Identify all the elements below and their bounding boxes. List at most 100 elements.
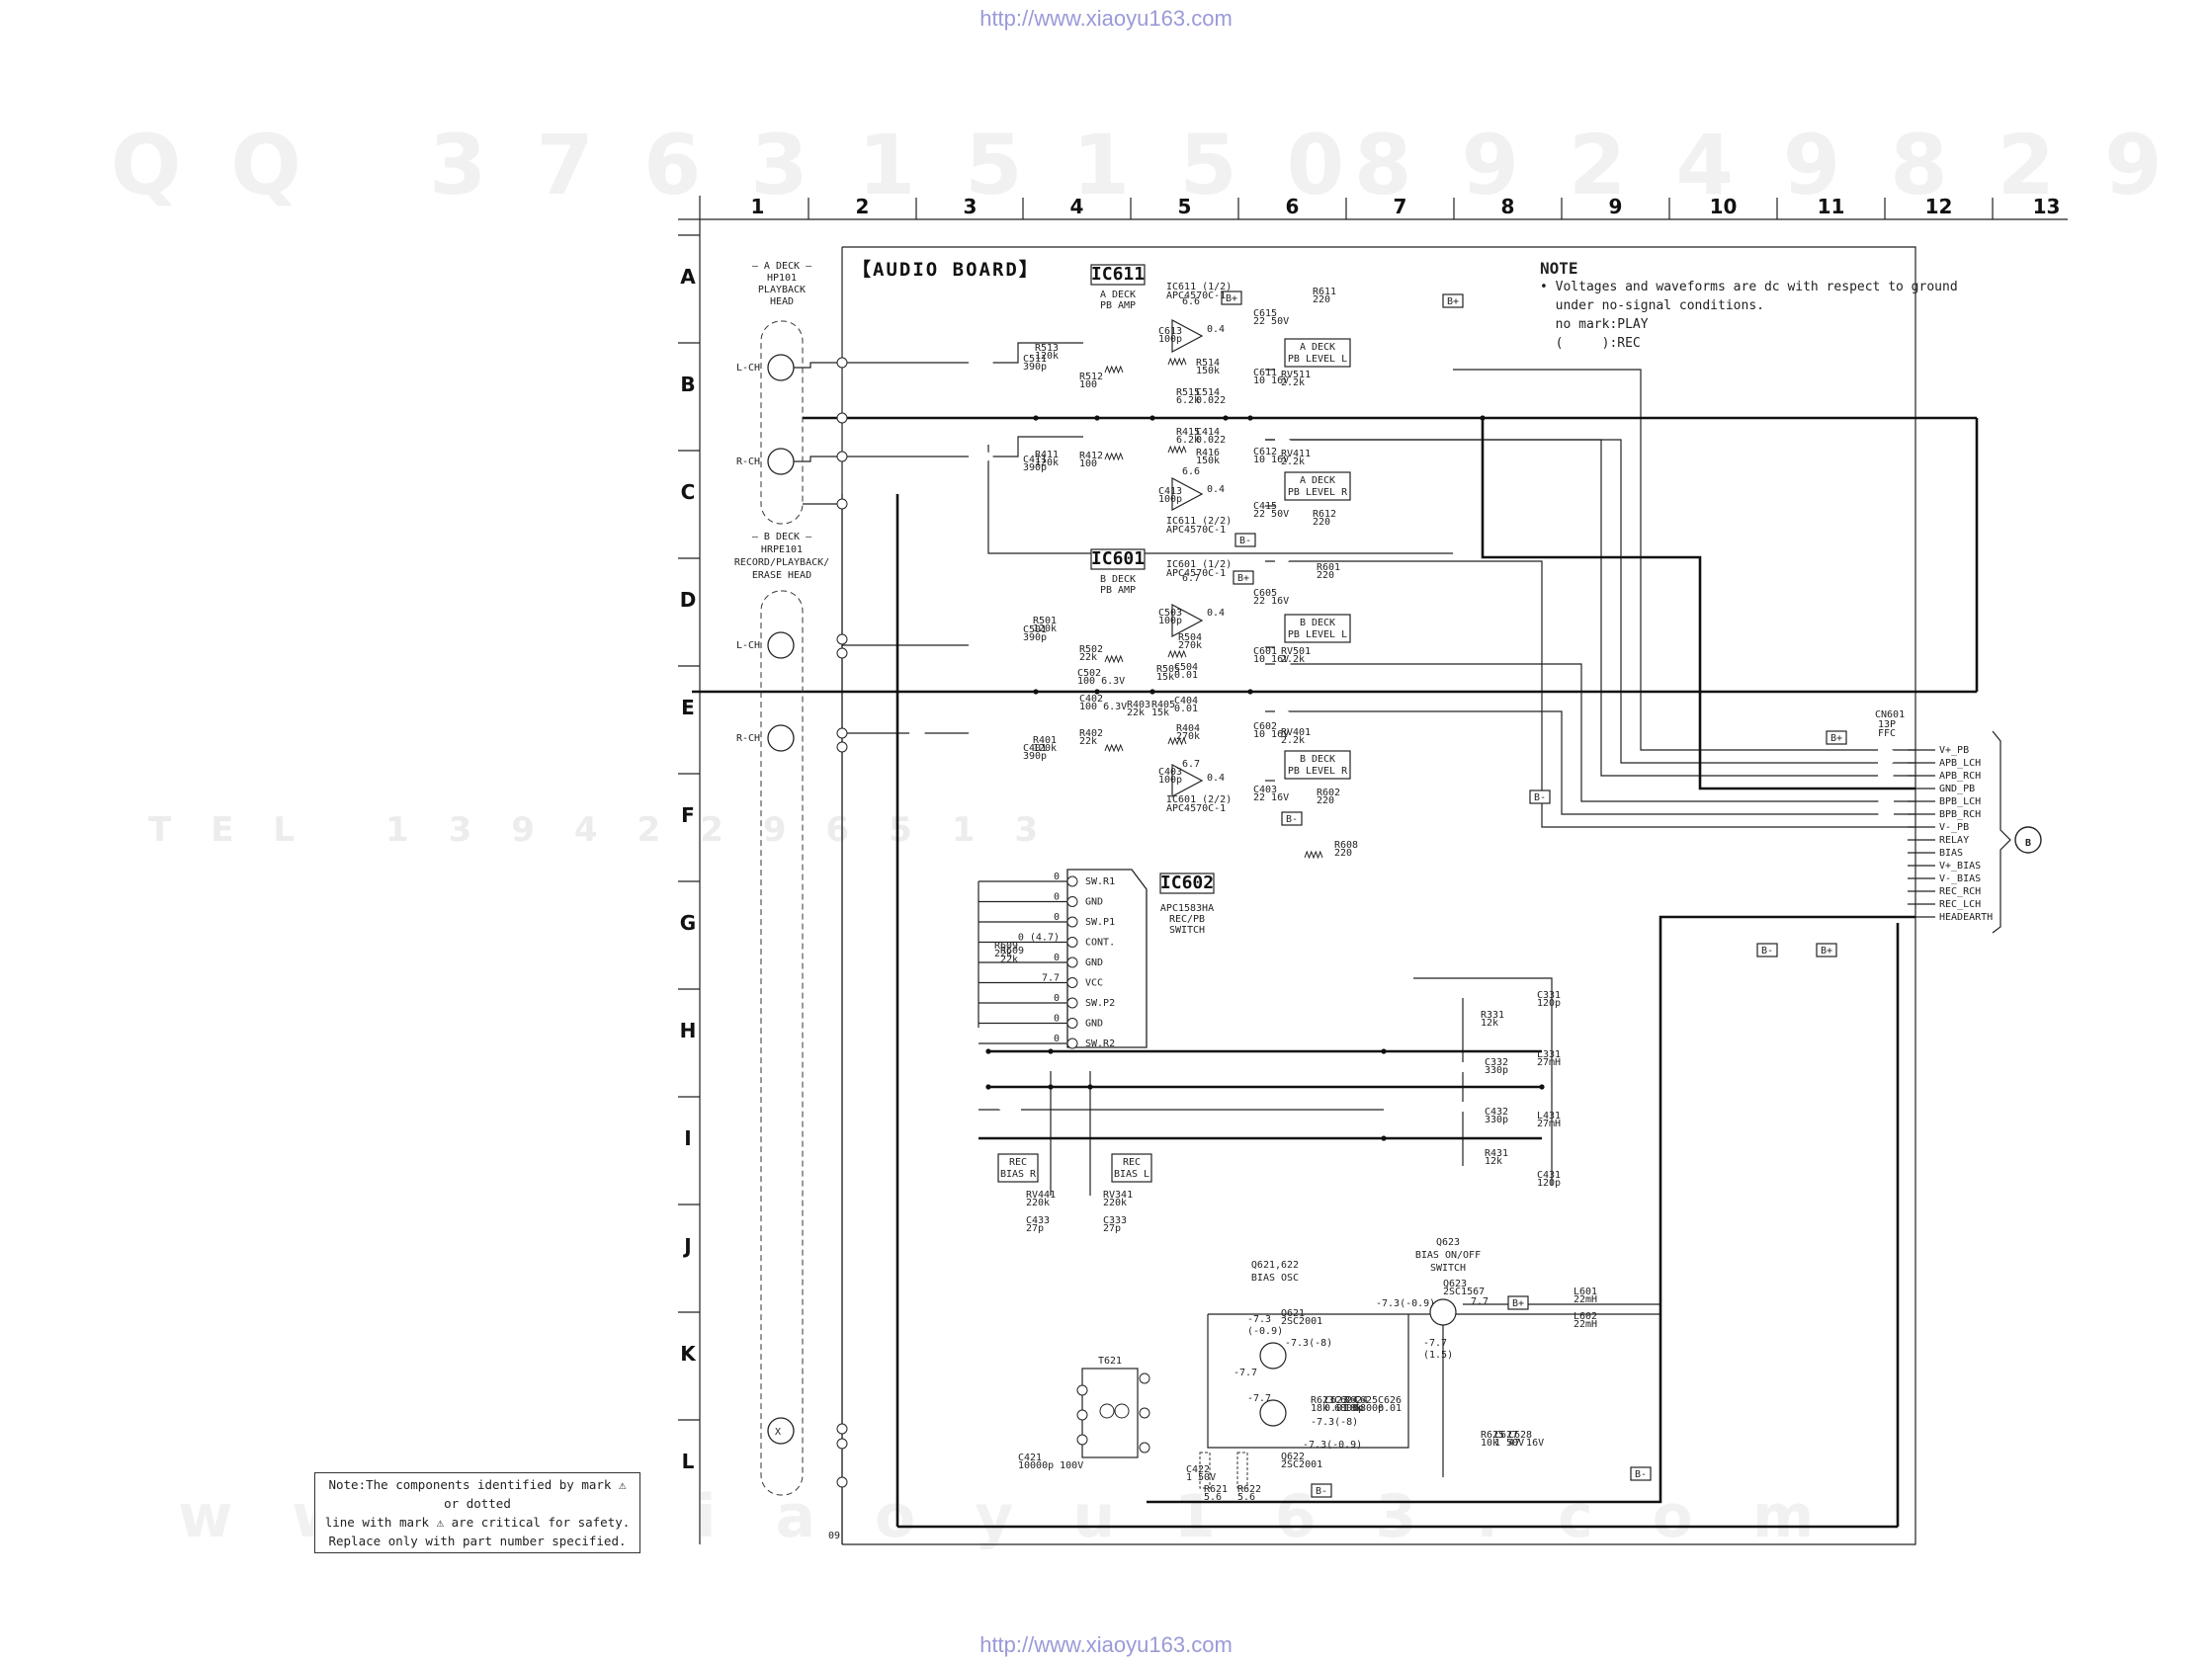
part-label: 22 16V	[1253, 792, 1289, 803]
resistor	[1167, 357, 1187, 367]
part-label: C623	[1324, 1395, 1348, 1406]
signal-arrow-icon	[1878, 757, 1894, 767]
voltage-label: 7.7	[1471, 1296, 1489, 1307]
bias-label: BIAS L	[1114, 1169, 1149, 1180]
connector-pin-label: HEADEARTH	[1939, 912, 1993, 923]
junction-dot	[1094, 415, 1100, 421]
channel-label: R-CH	[736, 733, 760, 744]
column-number: 9	[1608, 195, 1623, 218]
part-label: C502	[1077, 668, 1101, 679]
row-letter: I	[684, 1126, 692, 1150]
part-label: 22k	[1000, 955, 1018, 965]
part-label: C601	[1253, 646, 1277, 657]
part-label: 120p	[1537, 998, 1561, 1009]
watermark-digits: TEL 13942296513	[148, 810, 1078, 850]
signal-arrow-icon	[1077, 601, 1093, 611]
part-label: L601	[1574, 1287, 1597, 1297]
signal-arrow-icon	[1878, 746, 1894, 756]
row-letter: F	[681, 803, 695, 827]
ic602-volt: 0	[1054, 953, 1060, 963]
part-label: R515	[1176, 387, 1200, 398]
part-label: R411	[1035, 450, 1059, 460]
voltage-label: -7.7	[1247, 1393, 1271, 1404]
part-label: R415	[1176, 427, 1200, 438]
part-label: Q622	[1281, 1452, 1305, 1462]
pin-node	[836, 412, 848, 424]
level-box	[1284, 471, 1351, 501]
supply-label: B+	[1226, 293, 1237, 304]
supply-label: B-	[1239, 536, 1251, 546]
head-a-label: HEAD	[770, 296, 794, 307]
part-label: RV441	[1026, 1190, 1056, 1201]
ic602-volt: 7.7	[1042, 973, 1060, 984]
part-label: 22k	[1079, 736, 1097, 747]
connector-pin-label: BIAS	[1939, 848, 1963, 859]
column-number: 11	[1817, 195, 1845, 218]
level-label: B DECK	[1300, 618, 1335, 628]
level-label: PB LEVEL L	[1288, 354, 1347, 365]
head-b-label: HRPE101	[761, 544, 803, 555]
column-number: 5	[1177, 195, 1192, 218]
pin-node	[1076, 1409, 1088, 1421]
signal-arrow-icon	[1275, 554, 1291, 564]
connector-pin-label: V-_PB	[1939, 822, 1969, 833]
ground-bus	[692, 416, 1979, 1529]
part-label: C411	[1023, 455, 1047, 465]
connector-brace	[1992, 730, 2011, 934]
row-letter: G	[679, 911, 697, 935]
part-label: 0.01	[1174, 704, 1198, 714]
safety-line: line with mark ⚠ are critical for safety…	[324, 1515, 631, 1530]
note-line: ( ):REC	[1540, 336, 1641, 351]
supply-tag	[1234, 533, 1256, 547]
connector-pin-label: V-_BIAS	[1939, 873, 1981, 884]
part-label: R331	[1481, 1010, 1504, 1021]
coil-icon	[1099, 1403, 1115, 1419]
transistor-icon	[1429, 1298, 1457, 1326]
signal-arrow-icon	[1878, 809, 1894, 819]
ic-desc: A DECK	[1100, 290, 1136, 300]
bias-label: REC	[1009, 1157, 1027, 1168]
part-label: C624	[1334, 1395, 1358, 1406]
opamp-symbol	[1171, 319, 1204, 353]
part-label: 270k	[1176, 731, 1200, 742]
head-a-outline	[760, 320, 804, 525]
supply-tag	[1816, 943, 1837, 957]
head-a-label: HP101	[767, 273, 797, 284]
connector-pin-label: REC_LCH	[1939, 899, 1981, 910]
voltage-label: -7.7	[1423, 1338, 1447, 1349]
level-box	[1284, 614, 1351, 643]
osc-title: BIAS OSC	[1251, 1273, 1299, 1284]
connector-ref: B	[2025, 838, 2031, 849]
top-url[interactable]: http://www.xiaoyu163.com	[979, 6, 1233, 31]
switch-title: Q623	[1436, 1237, 1460, 1248]
part-label: C511	[1023, 354, 1047, 365]
ic-name: IC611	[1091, 264, 1145, 285]
signal-arrow-icon	[1077, 769, 1093, 779]
bias-label: REC	[1123, 1157, 1141, 1168]
junction-dot	[1381, 1135, 1387, 1141]
supply-tag	[1507, 1295, 1529, 1310]
head-a-label: — A DECK —	[752, 261, 812, 272]
part-label: 220	[1313, 517, 1330, 528]
pin-node	[1066, 875, 1078, 887]
ic-desc: PB AMP	[1100, 300, 1136, 311]
junction-dot	[1223, 415, 1229, 421]
head-coil-icon	[767, 448, 795, 475]
connector-pin-label: APB_LCH	[1939, 758, 1981, 769]
supply-tag	[1221, 291, 1242, 305]
ic602-volt: 0	[1054, 892, 1060, 903]
supply-tag	[1233, 570, 1254, 585]
part-label: R502	[1079, 644, 1103, 655]
ic-sub: APC4570C-1	[1166, 525, 1226, 536]
part-label: 270k	[1178, 640, 1202, 651]
ic602-pin-label: SW.P1	[1085, 917, 1115, 928]
signal-arrow-icon	[1462, 1102, 1478, 1112]
channel-label: R-CH	[736, 457, 760, 467]
bottom-url[interactable]: http://www.xiaoyu163.com	[979, 1632, 1233, 1657]
wire	[988, 342, 1083, 364]
signal-arrow-icon	[909, 728, 925, 738]
junction-dot	[1033, 415, 1039, 421]
part-label: 2.2k	[1281, 654, 1305, 665]
part-label: C628	[1508, 1430, 1532, 1441]
wire	[988, 436, 1083, 457]
